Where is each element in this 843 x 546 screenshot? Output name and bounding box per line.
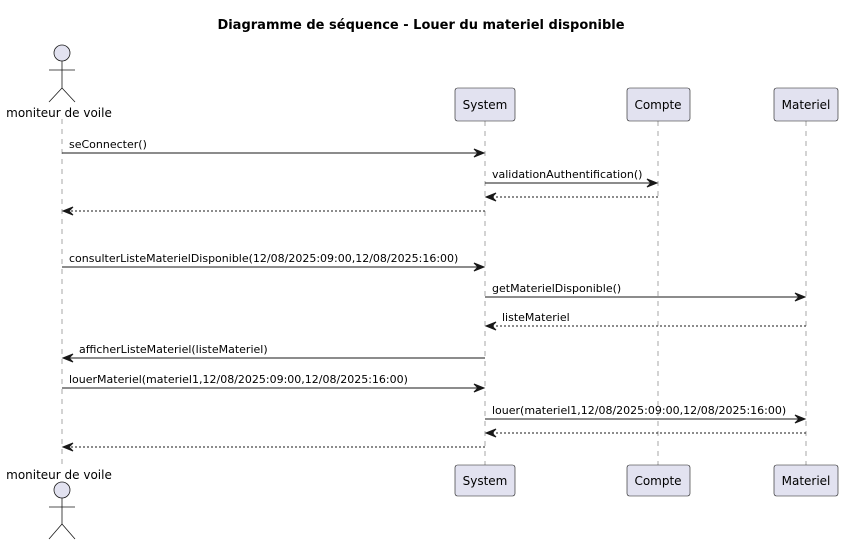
actor-label-top: moniteur de voile — [6, 106, 112, 120]
participant-materiel-top: Materiel — [773, 87, 839, 122]
participant-compte-bottom: Compte — [626, 464, 691, 497]
message-1: validationAuthentification() — [485, 168, 659, 188]
participant-label: System — [463, 98, 508, 112]
participant-label: Materiel — [782, 474, 831, 488]
arrowhead-icon — [484, 428, 497, 438]
message-label: listeMateriel — [502, 311, 570, 324]
diagram-title: Diagramme de séquence - Louer du materie… — [217, 18, 624, 33]
arrowhead-icon — [646, 178, 659, 188]
message-label: consulterListeMaterielDisponible(12/08/2… — [69, 252, 458, 265]
arrowhead-icon — [473, 262, 486, 272]
message-label: validationAuthentification() — [492, 168, 642, 181]
arrowhead-icon — [484, 321, 497, 331]
message-label: afficherListeMateriel(listeMateriel) — [79, 343, 268, 356]
actor-label-bottom: moniteur de voile — [6, 468, 112, 482]
message-3 — [61, 206, 485, 216]
message-label: louer(materiel1,12/08/2025:09:00,12/08/2… — [492, 404, 786, 417]
participant-system-top: System — [454, 87, 516, 122]
arrowhead-icon — [61, 353, 74, 363]
message-8: louerMateriel(materiel1,12/08/2025:09:00… — [62, 373, 486, 393]
message-6: listeMateriel — [484, 311, 806, 331]
message-4: consulterListeMaterielDisponible(12/08/2… — [62, 252, 486, 272]
actor-bottom: moniteur de voile — [6, 468, 112, 540]
participant-system-bottom: System — [454, 464, 516, 497]
actor-head-icon — [53, 44, 71, 62]
message-5: getMaterielDisponible() — [485, 282, 807, 302]
arrowhead-icon — [473, 148, 486, 158]
message-10 — [484, 428, 806, 438]
participant-compte-top: Compte — [626, 87, 691, 122]
arrowhead-icon — [473, 383, 486, 393]
participant-label: Materiel — [782, 98, 831, 112]
participant-label: Compte — [634, 474, 681, 488]
arrowhead-icon — [794, 414, 807, 424]
message-label: seConnecter() — [69, 138, 147, 151]
actor-top: moniteur de voile — [6, 44, 112, 120]
message-11 — [61, 442, 485, 452]
arrowhead-icon — [484, 192, 497, 202]
messages: seConnecter() validationAuthentification(… — [61, 138, 807, 452]
arrowhead-icon — [61, 442, 74, 452]
message-7: afficherListeMateriel(listeMateriel) — [61, 343, 485, 363]
participant-label: System — [463, 474, 508, 488]
message-label: getMaterielDisponible() — [492, 282, 621, 295]
participant-label: Compte — [634, 98, 681, 112]
arrowhead-icon — [794, 292, 807, 302]
message-9: louer(materiel1,12/08/2025:09:00,12/08/2… — [485, 404, 807, 424]
participant-materiel-bottom: Materiel — [773, 464, 839, 497]
arrowhead-icon — [61, 206, 74, 216]
message-2 — [484, 192, 658, 202]
message-label: louerMateriel(materiel1,12/08/2025:09:00… — [69, 373, 408, 386]
actor-head-icon — [53, 481, 71, 499]
message-0: seConnecter() — [62, 138, 486, 158]
